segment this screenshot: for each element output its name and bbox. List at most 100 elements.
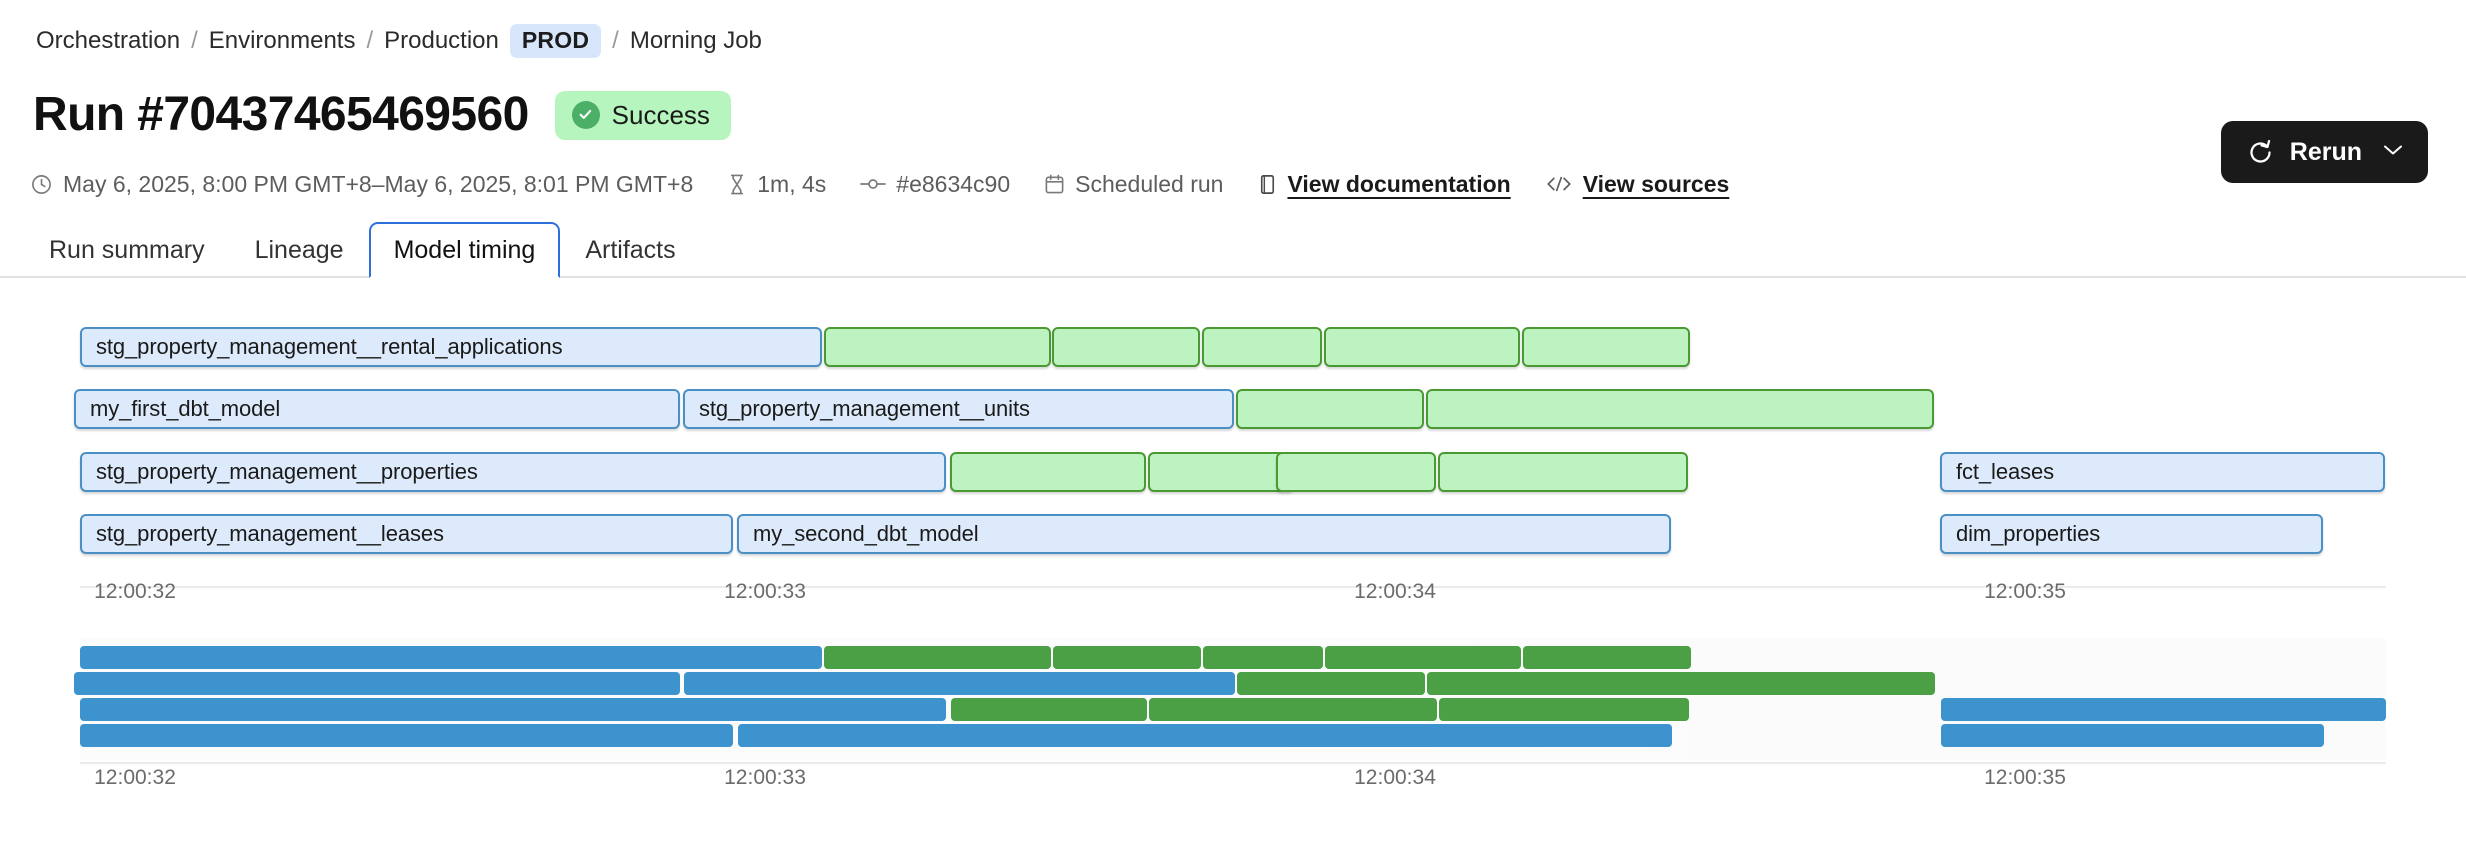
- meta-timerange-text: May 6, 2025, 8:00 PM GMT+8–May 6, 2025, …: [63, 171, 694, 197]
- meta-duration-text: 1m, 4s: [757, 171, 827, 197]
- gantt-bar-label: fct_leases: [1956, 459, 2055, 484]
- axis-tick: 12:00:34: [1354, 766, 1436, 789]
- run-metadata: May 6, 2025, 8:00 PM GMT+8–May 6, 2025, …: [30, 170, 1729, 198]
- gantt-bar-test[interactable]: [1276, 452, 1436, 492]
- meta-documentation[interactable]: View documentation: [1257, 170, 1511, 198]
- meta-sources[interactable]: View sources: [1545, 170, 1730, 198]
- axis-tick: 12:00:35: [1984, 580, 2066, 603]
- tab-model-timing[interactable]: Model timing: [368, 222, 561, 278]
- tab-run-summary[interactable]: Run summary: [49, 235, 205, 264]
- gantt-bar-test[interactable]: [1426, 389, 1934, 429]
- gantt-bar-test[interactable]: [1202, 327, 1322, 367]
- axis-tick: 12:00:34: [1354, 580, 1436, 603]
- minimap-bar[interactable]: [80, 646, 822, 669]
- axis-tick: 12:00:32: [94, 766, 176, 789]
- minimap-bar[interactable]: [1237, 672, 1425, 695]
- minimap-bar[interactable]: [80, 724, 733, 747]
- breadcrumb-item-orchestration[interactable]: Orchestration: [36, 27, 181, 54]
- commit-icon: [860, 176, 887, 192]
- gantt-bar-label: stg_property_management__units: [699, 396, 1030, 421]
- gantt-bar-stg_property_management__leases[interactable]: stg_property_management__leases: [80, 514, 733, 554]
- axis-tick: 12:00:32: [94, 580, 176, 603]
- rerun-button[interactable]: Rerun: [2220, 121, 2428, 183]
- gantt-axis-rule: [80, 586, 2386, 588]
- gantt-bar-label: stg_property_management__leases: [96, 521, 444, 546]
- hourglass-icon: [727, 173, 747, 196]
- breadcrumb-badge-prod: PROD: [509, 24, 602, 58]
- meta-trigger: Scheduled run: [1044, 170, 1223, 198]
- minimap-bar[interactable]: [1203, 646, 1323, 669]
- refresh-icon: [2247, 139, 2274, 166]
- breadcrumb-separator: /: [191, 27, 198, 54]
- model-timing-minimap[interactable]: [74, 638, 2386, 760]
- title-row: Run #70437465469560 Success: [33, 86, 731, 144]
- gantt-bar-stg_property_management__rental_applications[interactable]: stg_property_management__rental_applicat…: [80, 327, 822, 367]
- gantt-bar-label: my_second_dbt_model: [753, 521, 979, 546]
- chevron-down-icon[interactable]: [2382, 141, 2404, 163]
- gantt-bar-label: dim_properties: [1956, 521, 2101, 546]
- breadcrumb-separator: /: [612, 27, 619, 54]
- breadcrumb-separator: /: [366, 27, 374, 54]
- axis-tick: 12:00:33: [724, 580, 806, 603]
- minimap-bar[interactable]: [738, 724, 1672, 747]
- gantt-bar-stg_property_management__units[interactable]: stg_property_management__units: [683, 389, 1234, 429]
- minimap-bar[interactable]: [1439, 698, 1689, 721]
- code-icon: [1545, 174, 1573, 194]
- meta-commit-text: #e8634c90: [896, 171, 1011, 197]
- page-title: Run #70437465469560: [33, 88, 529, 141]
- tab-bar: Run summary Lineage Model timing Artifac…: [24, 222, 701, 278]
- gantt-bar-dim_properties[interactable]: dim_properties: [1940, 514, 2323, 554]
- gantt-bar-test[interactable]: [1236, 389, 1424, 429]
- breadcrumb: Orchestration / Environments / Productio…: [36, 24, 762, 58]
- breadcrumb-item-environments[interactable]: Environments: [208, 27, 356, 54]
- minimap-bar[interactable]: [1053, 646, 1201, 669]
- minimap-bar[interactable]: [1941, 724, 2324, 747]
- tab-bar-divider: [0, 276, 2466, 278]
- gantt-bar-fct_leases[interactable]: fct_leases: [1940, 452, 2385, 492]
- gantt-bar-my_second_dbt_model[interactable]: my_second_dbt_model: [737, 514, 1671, 554]
- meta-commit: #e8634c90: [860, 170, 1010, 198]
- clock-icon: [30, 173, 53, 196]
- calendar-icon: [1044, 173, 1065, 196]
- status-label: Success: [611, 99, 710, 130]
- rerun-label: Rerun: [2289, 137, 2362, 166]
- view-sources-link[interactable]: View sources: [1582, 171, 1730, 197]
- axis-tick: 12:00:35: [1984, 766, 2066, 789]
- book-icon: [1257, 173, 1277, 196]
- gantt-bar-stg_property_management__properties[interactable]: stg_property_management__properties: [80, 452, 946, 492]
- minimap-bar[interactable]: [1941, 698, 2386, 721]
- gantt-bar-test[interactable]: [1324, 327, 1520, 367]
- minimap-bar[interactable]: [1523, 646, 1691, 669]
- view-documentation-link[interactable]: View documentation: [1287, 171, 1511, 197]
- gantt-bar-my_first_dbt_model[interactable]: my_first_dbt_model: [74, 389, 680, 429]
- minimap-bar[interactable]: [1149, 698, 1295, 721]
- minimap-bar[interactable]: [1277, 698, 1437, 721]
- breadcrumb-item-morning-job[interactable]: Morning Job: [629, 27, 762, 54]
- gantt-bar-test[interactable]: [1052, 327, 1200, 367]
- minimap-bar[interactable]: [80, 698, 946, 721]
- meta-trigger-text: Scheduled run: [1075, 171, 1224, 197]
- gantt-bar-test[interactable]: [1438, 452, 1688, 492]
- axis-tick: 12:00:33: [724, 766, 806, 789]
- minimap-bar[interactable]: [951, 698, 1147, 721]
- minimap-bar[interactable]: [1325, 646, 1521, 669]
- gantt-bar-label: stg_property_management__rental_applicat…: [96, 334, 563, 359]
- status-badge: Success: [554, 90, 731, 140]
- minimap-bar[interactable]: [824, 646, 1051, 669]
- gantt-bar-test[interactable]: [1148, 452, 1294, 492]
- tab-lineage[interactable]: Lineage: [254, 235, 344, 264]
- gantt-bar-label: stg_property_management__properties: [96, 459, 478, 484]
- minimap-axis-rule: [80, 762, 2386, 764]
- minimap-bar[interactable]: [684, 672, 1235, 695]
- minimap-bar[interactable]: [74, 672, 680, 695]
- meta-duration: 1m, 4s: [727, 170, 826, 198]
- gantt-bar-test[interactable]: [950, 452, 1146, 492]
- gantt-bar-label: my_first_dbt_model: [90, 396, 281, 421]
- minimap-bar[interactable]: [1427, 672, 1935, 695]
- tab-artifacts[interactable]: Artifacts: [585, 235, 676, 264]
- breadcrumb-item-production[interactable]: Production: [384, 27, 499, 54]
- gantt-bar-test[interactable]: [824, 327, 1051, 367]
- check-icon: [571, 100, 600, 129]
- gantt-bar-test[interactable]: [1522, 327, 1690, 367]
- meta-timerange: May 6, 2025, 8:00 PM GMT+8–May 6, 2025, …: [30, 170, 693, 198]
